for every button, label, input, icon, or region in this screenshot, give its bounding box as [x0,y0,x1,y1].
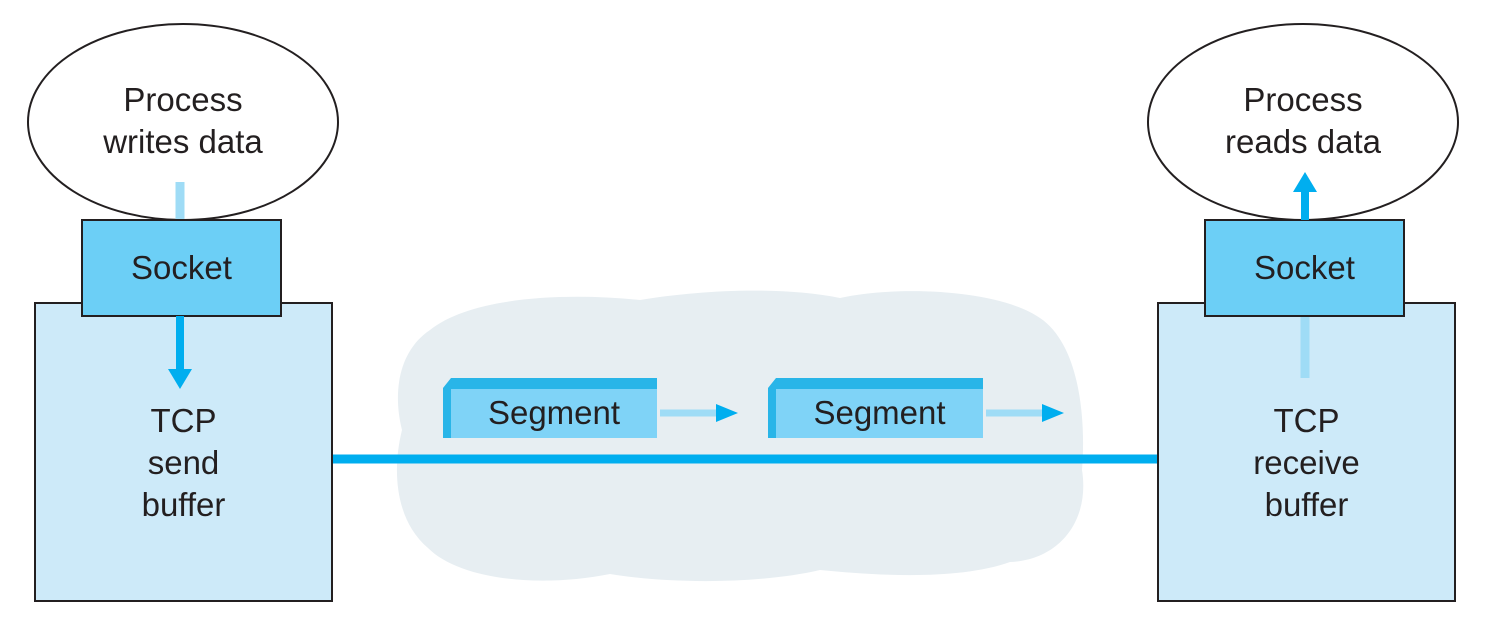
segment-1-label: Segment [487,394,621,431]
segment-2-box [776,389,983,438]
sender-socket-label: Socket [131,249,232,286]
sender-socket-box [81,219,282,317]
segment-2-depth [768,378,983,438]
send-buffer-label: TCP send buffer [141,402,226,523]
receive-buffer-label: TCP receive buffer [1253,402,1360,523]
segment-1-arrowhead [716,404,738,422]
receiver-socket-label: Socket [1254,249,1355,286]
receiver-process-label: Process reads data [1225,81,1381,160]
read-arrowhead [1293,172,1317,192]
segment-1-box [451,389,657,438]
write-arrowhead [168,369,192,389]
segment-2-arrowhead [1042,404,1064,422]
segment-1-depth [443,378,657,438]
segment-2-label: Segment [813,394,946,431]
receiver-socket-box [1204,219,1405,317]
sender-process-label: Process writes data [103,81,263,160]
network-cloud [396,290,1084,582]
